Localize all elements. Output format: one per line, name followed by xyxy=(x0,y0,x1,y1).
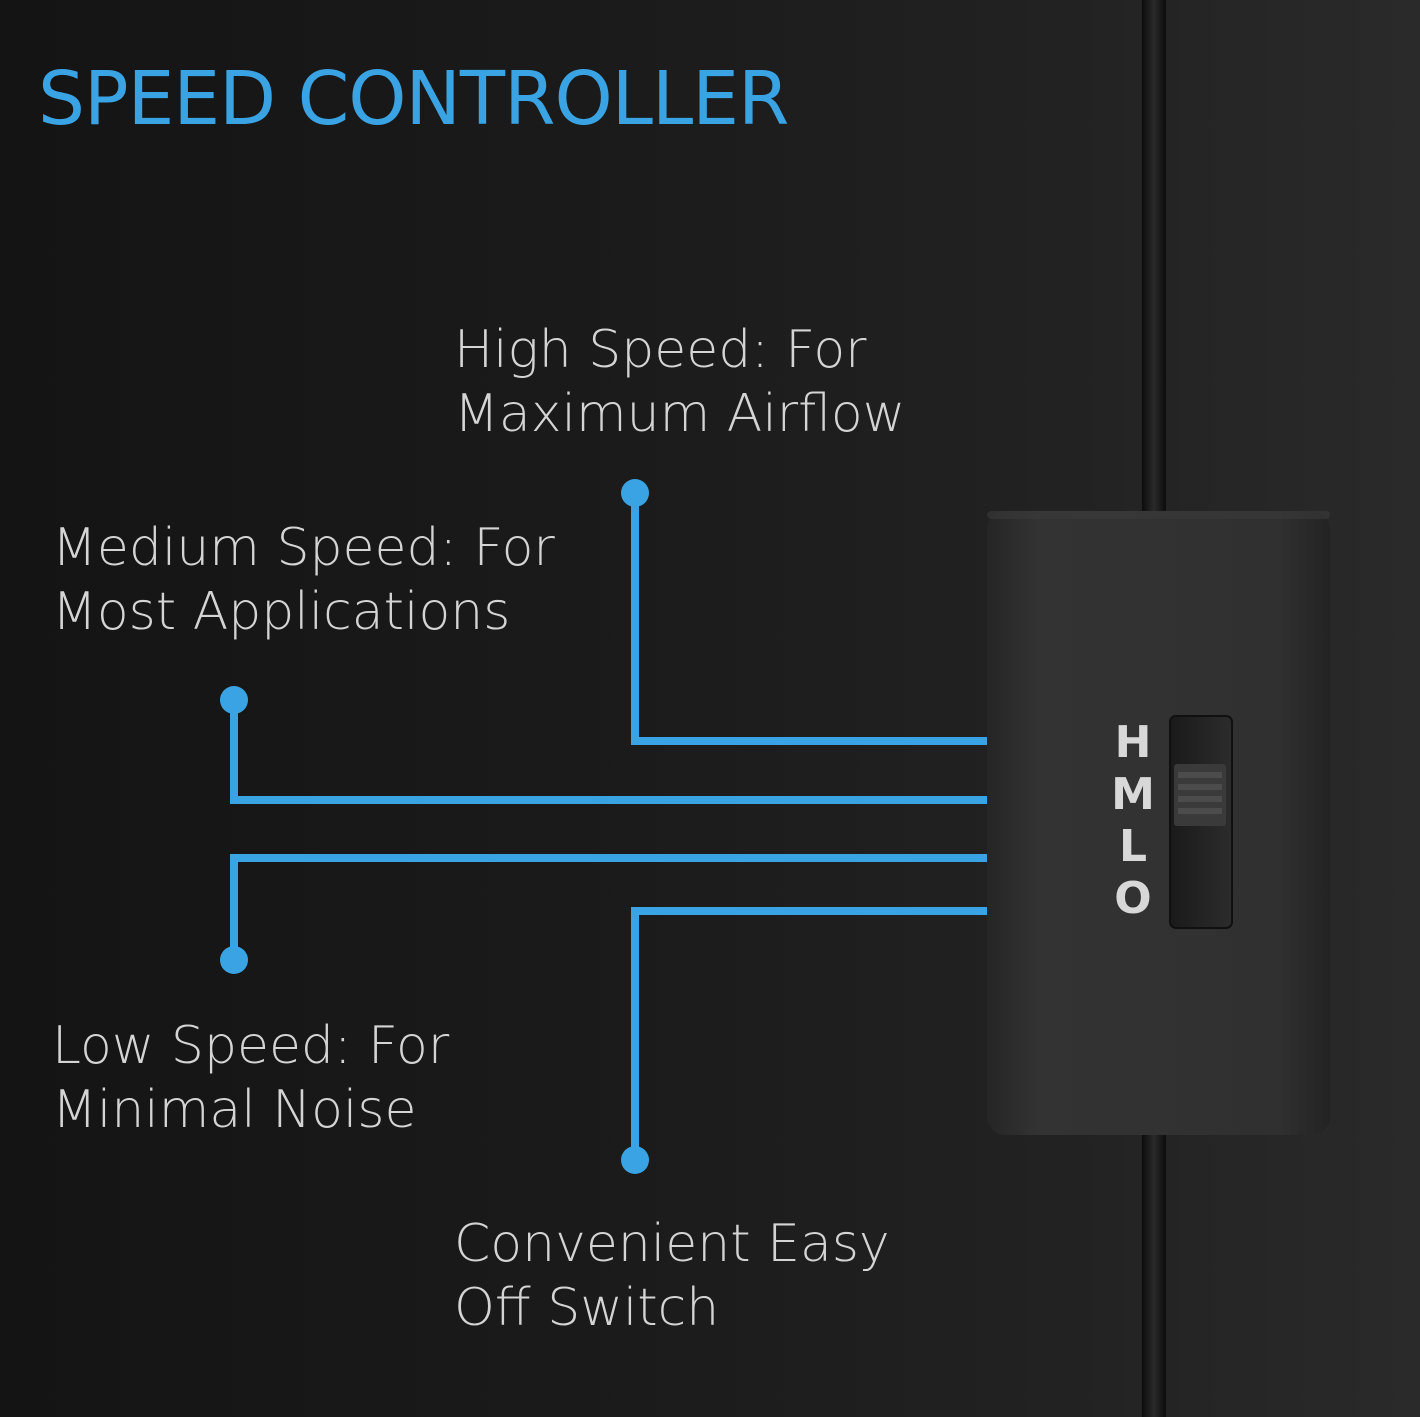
slider-knob[interactable] xyxy=(1174,764,1226,826)
switch-label-high: H xyxy=(1114,717,1152,768)
connector-high-dot xyxy=(621,479,649,507)
callout-low-line1: Low Speed: For xyxy=(52,1016,450,1076)
connector-low-dot xyxy=(220,946,248,974)
connector-off-dot xyxy=(621,1146,649,1174)
connector-high xyxy=(631,493,987,745)
connector-medium-dot xyxy=(220,686,248,714)
connector-low xyxy=(230,854,987,960)
callout-high-line2: Maximum Airflow xyxy=(454,384,906,444)
callout-off-line1: Convenient Easy xyxy=(454,1214,890,1274)
callout-off-switch: Convenient Easy Off Switch xyxy=(454,1212,890,1340)
connector-medium xyxy=(230,700,987,804)
callout-high-speed: High Speed: For Maximum Airflow xyxy=(454,318,905,446)
callout-high-line1: High Speed: For xyxy=(454,320,867,380)
controller-body xyxy=(987,511,1330,1135)
callout-low-speed: Low Speed: For Minimal Noise xyxy=(52,1014,449,1142)
page-title: SPEED CONTROLLER xyxy=(38,56,789,142)
switch-position-labels: H M L O xyxy=(1108,717,1158,925)
callout-medium-line2: Most Applications xyxy=(52,582,511,642)
callout-medium-speed: Medium Speed: For Most Applications xyxy=(52,516,555,644)
callout-low-line2: Minimal Noise xyxy=(52,1080,417,1140)
callout-medium-line1: Medium Speed: For xyxy=(52,518,555,578)
switch-label-low: L xyxy=(1118,821,1148,872)
connector-off xyxy=(631,907,987,1160)
callout-off-line2: Off Switch xyxy=(454,1278,720,1338)
switch-label-medium: M xyxy=(1111,769,1155,820)
power-cable-top xyxy=(1142,0,1166,520)
power-cable-bottom xyxy=(1142,1120,1166,1417)
switch-label-off: O xyxy=(1114,873,1152,924)
